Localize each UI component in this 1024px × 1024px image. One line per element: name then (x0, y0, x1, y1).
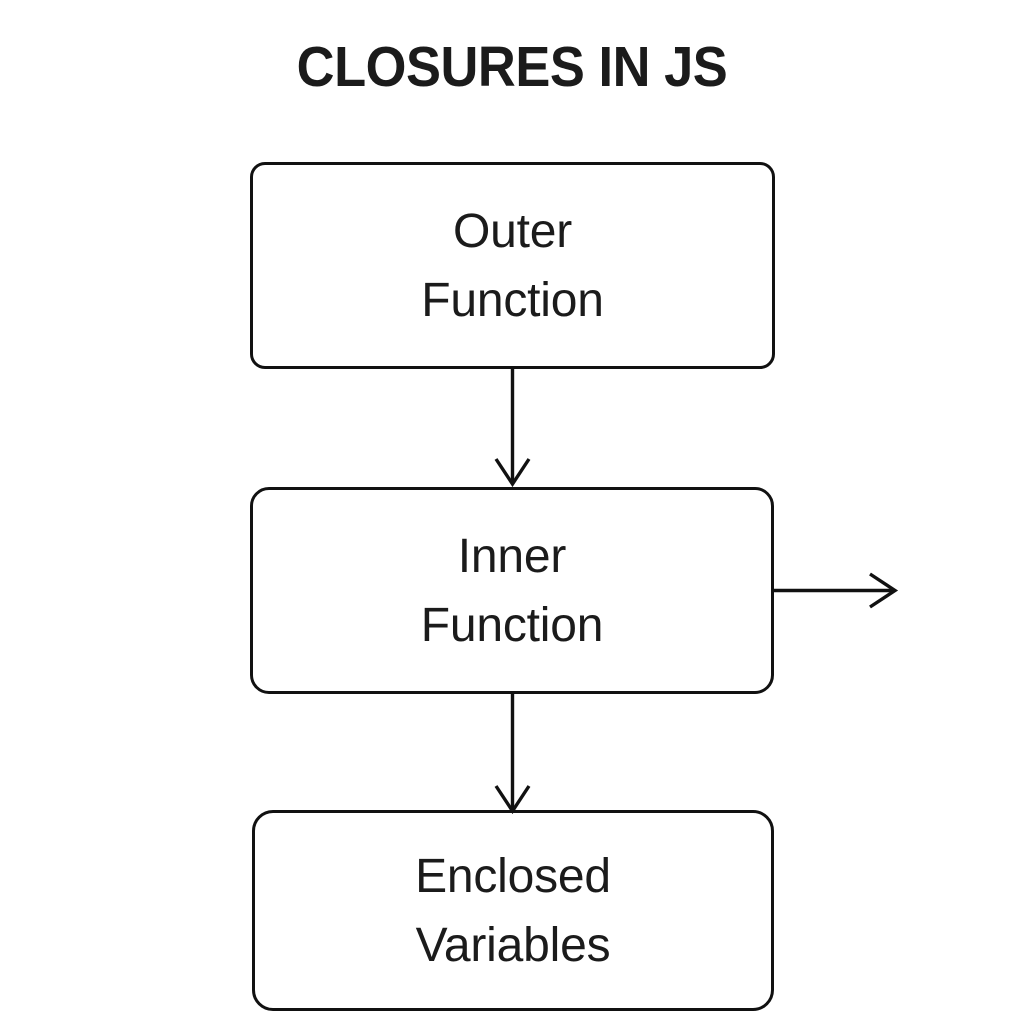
node-inner-function[interactable]: Inner Function (250, 487, 774, 694)
node-outer-function-line1: Outer (452, 204, 573, 258)
arrow-inner-to-enclosed (494, 693, 531, 815)
arrow-outer-to-inner (494, 368, 531, 488)
node-enclosed-variables[interactable]: Enclosed Variables (252, 810, 774, 1011)
page-title: CLOSURES IN JS (296, 35, 728, 99)
arrow-inner-to-outside (774, 572, 899, 609)
node-inner-function-line1: Inner (457, 529, 567, 583)
node-enclosed-variables-line2: Variables (415, 918, 611, 972)
node-outer-function[interactable]: Outer Function (250, 162, 775, 369)
node-enclosed-variables-line1: Enclosed (415, 849, 611, 903)
arrow-inner-to-outside-head (869, 572, 899, 609)
node-inner-function-line2: Function (420, 598, 604, 652)
arrow-inner-to-enclosed-head (494, 785, 531, 815)
node-outer-function-line2: Function (421, 273, 604, 327)
arrow-outer-to-inner-head (494, 458, 531, 488)
